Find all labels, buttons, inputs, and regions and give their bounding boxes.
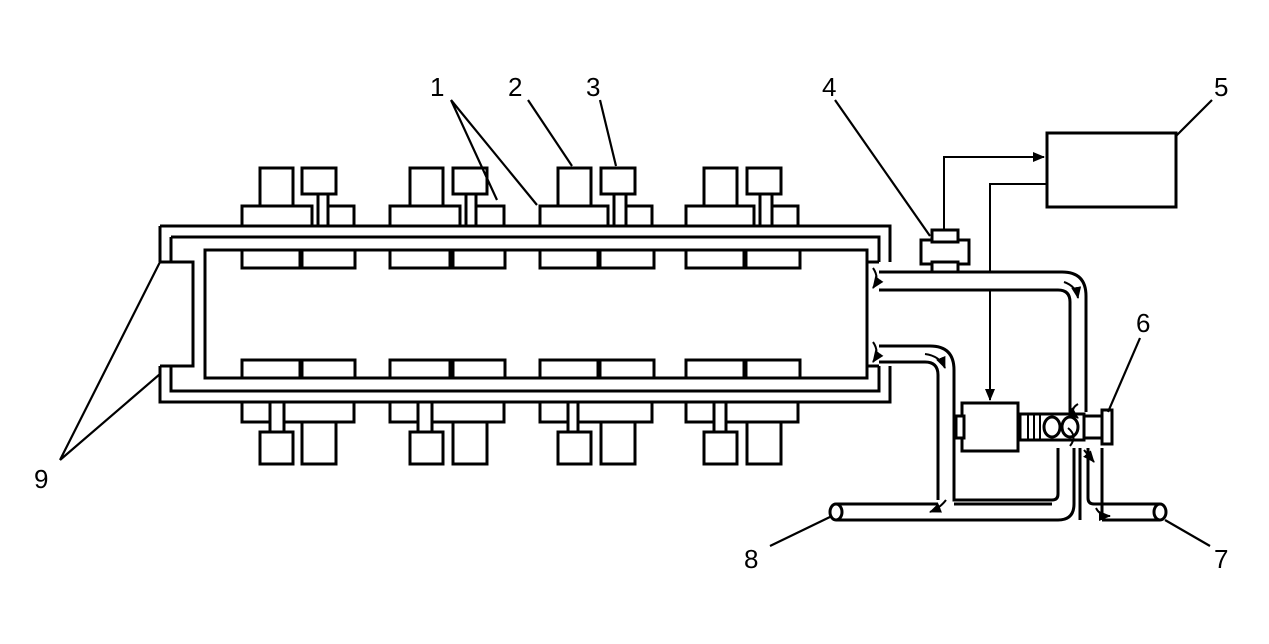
oil-pressure-sensor bbox=[919, 228, 971, 274]
lower-oil-line bbox=[879, 344, 1060, 502]
drain-line-right bbox=[1078, 448, 1168, 522]
callout-3: 3 bbox=[586, 72, 600, 102]
callout-7: 7 bbox=[1214, 544, 1228, 574]
signal-wires bbox=[943, 152, 1047, 401]
callout-6: 6 bbox=[1136, 308, 1150, 338]
top-lifter-group-4 bbox=[684, 166, 800, 228]
oil-control-valve bbox=[954, 401, 1114, 453]
callout-8: 8 bbox=[744, 544, 758, 574]
callout-9: 9 bbox=[34, 464, 48, 494]
callout-5: 5 bbox=[1214, 72, 1228, 102]
leader-lines bbox=[59, 99, 1213, 547]
bottom-lifter-group-3 bbox=[538, 400, 654, 466]
upper-oil-line bbox=[879, 270, 1088, 412]
bottom-lifter-group-1 bbox=[240, 400, 356, 466]
bottom-lifter-group-2 bbox=[388, 400, 506, 466]
top-bearing-strips bbox=[240, 248, 802, 270]
callout-2: 2 bbox=[508, 72, 522, 102]
drain-line-left bbox=[828, 448, 1076, 522]
callout-labels: 1 2 3 4 5 6 7 8 9 bbox=[34, 72, 1228, 574]
camshaft-housing bbox=[158, 224, 892, 404]
bottom-bearing-strips bbox=[240, 358, 802, 380]
top-lifter-group-2 bbox=[388, 166, 506, 228]
top-lifter-group-3 bbox=[538, 166, 654, 228]
top-lifter-group-1 bbox=[240, 166, 356, 228]
callout-1: 1 bbox=[430, 72, 444, 102]
oil-flow-arrows bbox=[872, 267, 1111, 521]
bottom-lifter-group-4 bbox=[684, 400, 800, 466]
control-module bbox=[1045, 131, 1178, 209]
callout-4: 4 bbox=[822, 72, 836, 102]
